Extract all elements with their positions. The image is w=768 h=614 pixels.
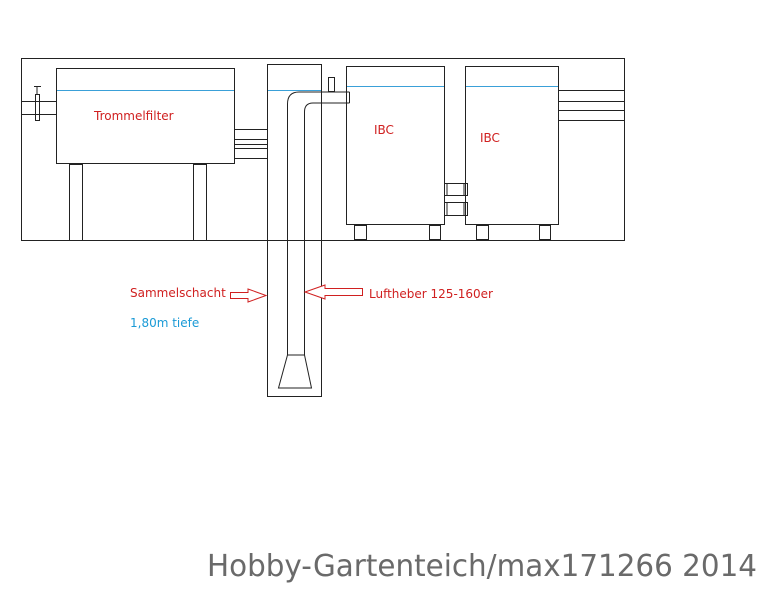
label-trommelfilter: Trommelfilter [93, 109, 174, 123]
airlift-foot-bell [277, 354, 313, 389]
outer-frame [21, 58, 625, 241]
ibc-2-outlet-top [558, 90, 625, 102]
ibc-2-foot-right [539, 225, 551, 240]
airlift-pipe-inner [304, 102, 350, 355]
inlet-valve [35, 94, 40, 121]
label-sammelschacht: Sammelschacht [130, 286, 226, 300]
trommelfilter-box [56, 68, 235, 164]
ibc-1-foot-right [429, 225, 441, 240]
airlift-pipe-outer [287, 91, 350, 355]
ibc-1-box [346, 66, 445, 225]
ibc-1-foot-left [354, 225, 367, 240]
ibc-2-outlet-bottom [558, 110, 625, 121]
sammelschacht-shaft [267, 64, 350, 397]
label-tiefe: 1,80m tiefe [130, 316, 199, 330]
connector-top [444, 183, 468, 196]
ibc-2-box [465, 66, 559, 225]
luftheber-arrow [303, 284, 363, 300]
watermark-text: Hobby-Gartenteich/max171266 2014 [207, 549, 757, 584]
trommelfilter-leg-left [69, 164, 83, 241]
outlet-pipe-bottom [234, 148, 268, 159]
ibc-2-foot-left [476, 225, 489, 240]
ibc-tank-2 [465, 66, 625, 240]
ibc-tank-1 [346, 66, 445, 240]
label-ibc-2: IBC [480, 131, 500, 145]
sammelschacht-arrow [230, 288, 268, 303]
air-inlet-stub [328, 77, 335, 92]
trommelfilter-unit [21, 68, 268, 241]
label-luftheber: Luftheber 125-160er [369, 287, 493, 301]
connector-bottom [444, 202, 468, 216]
label-ibc-1: IBC [374, 123, 394, 137]
outlet-pipe-top [234, 129, 268, 140]
ibc-connector [444, 183, 468, 216]
shaft-walls [267, 64, 322, 397]
trommelfilter-leg-right [193, 164, 207, 241]
